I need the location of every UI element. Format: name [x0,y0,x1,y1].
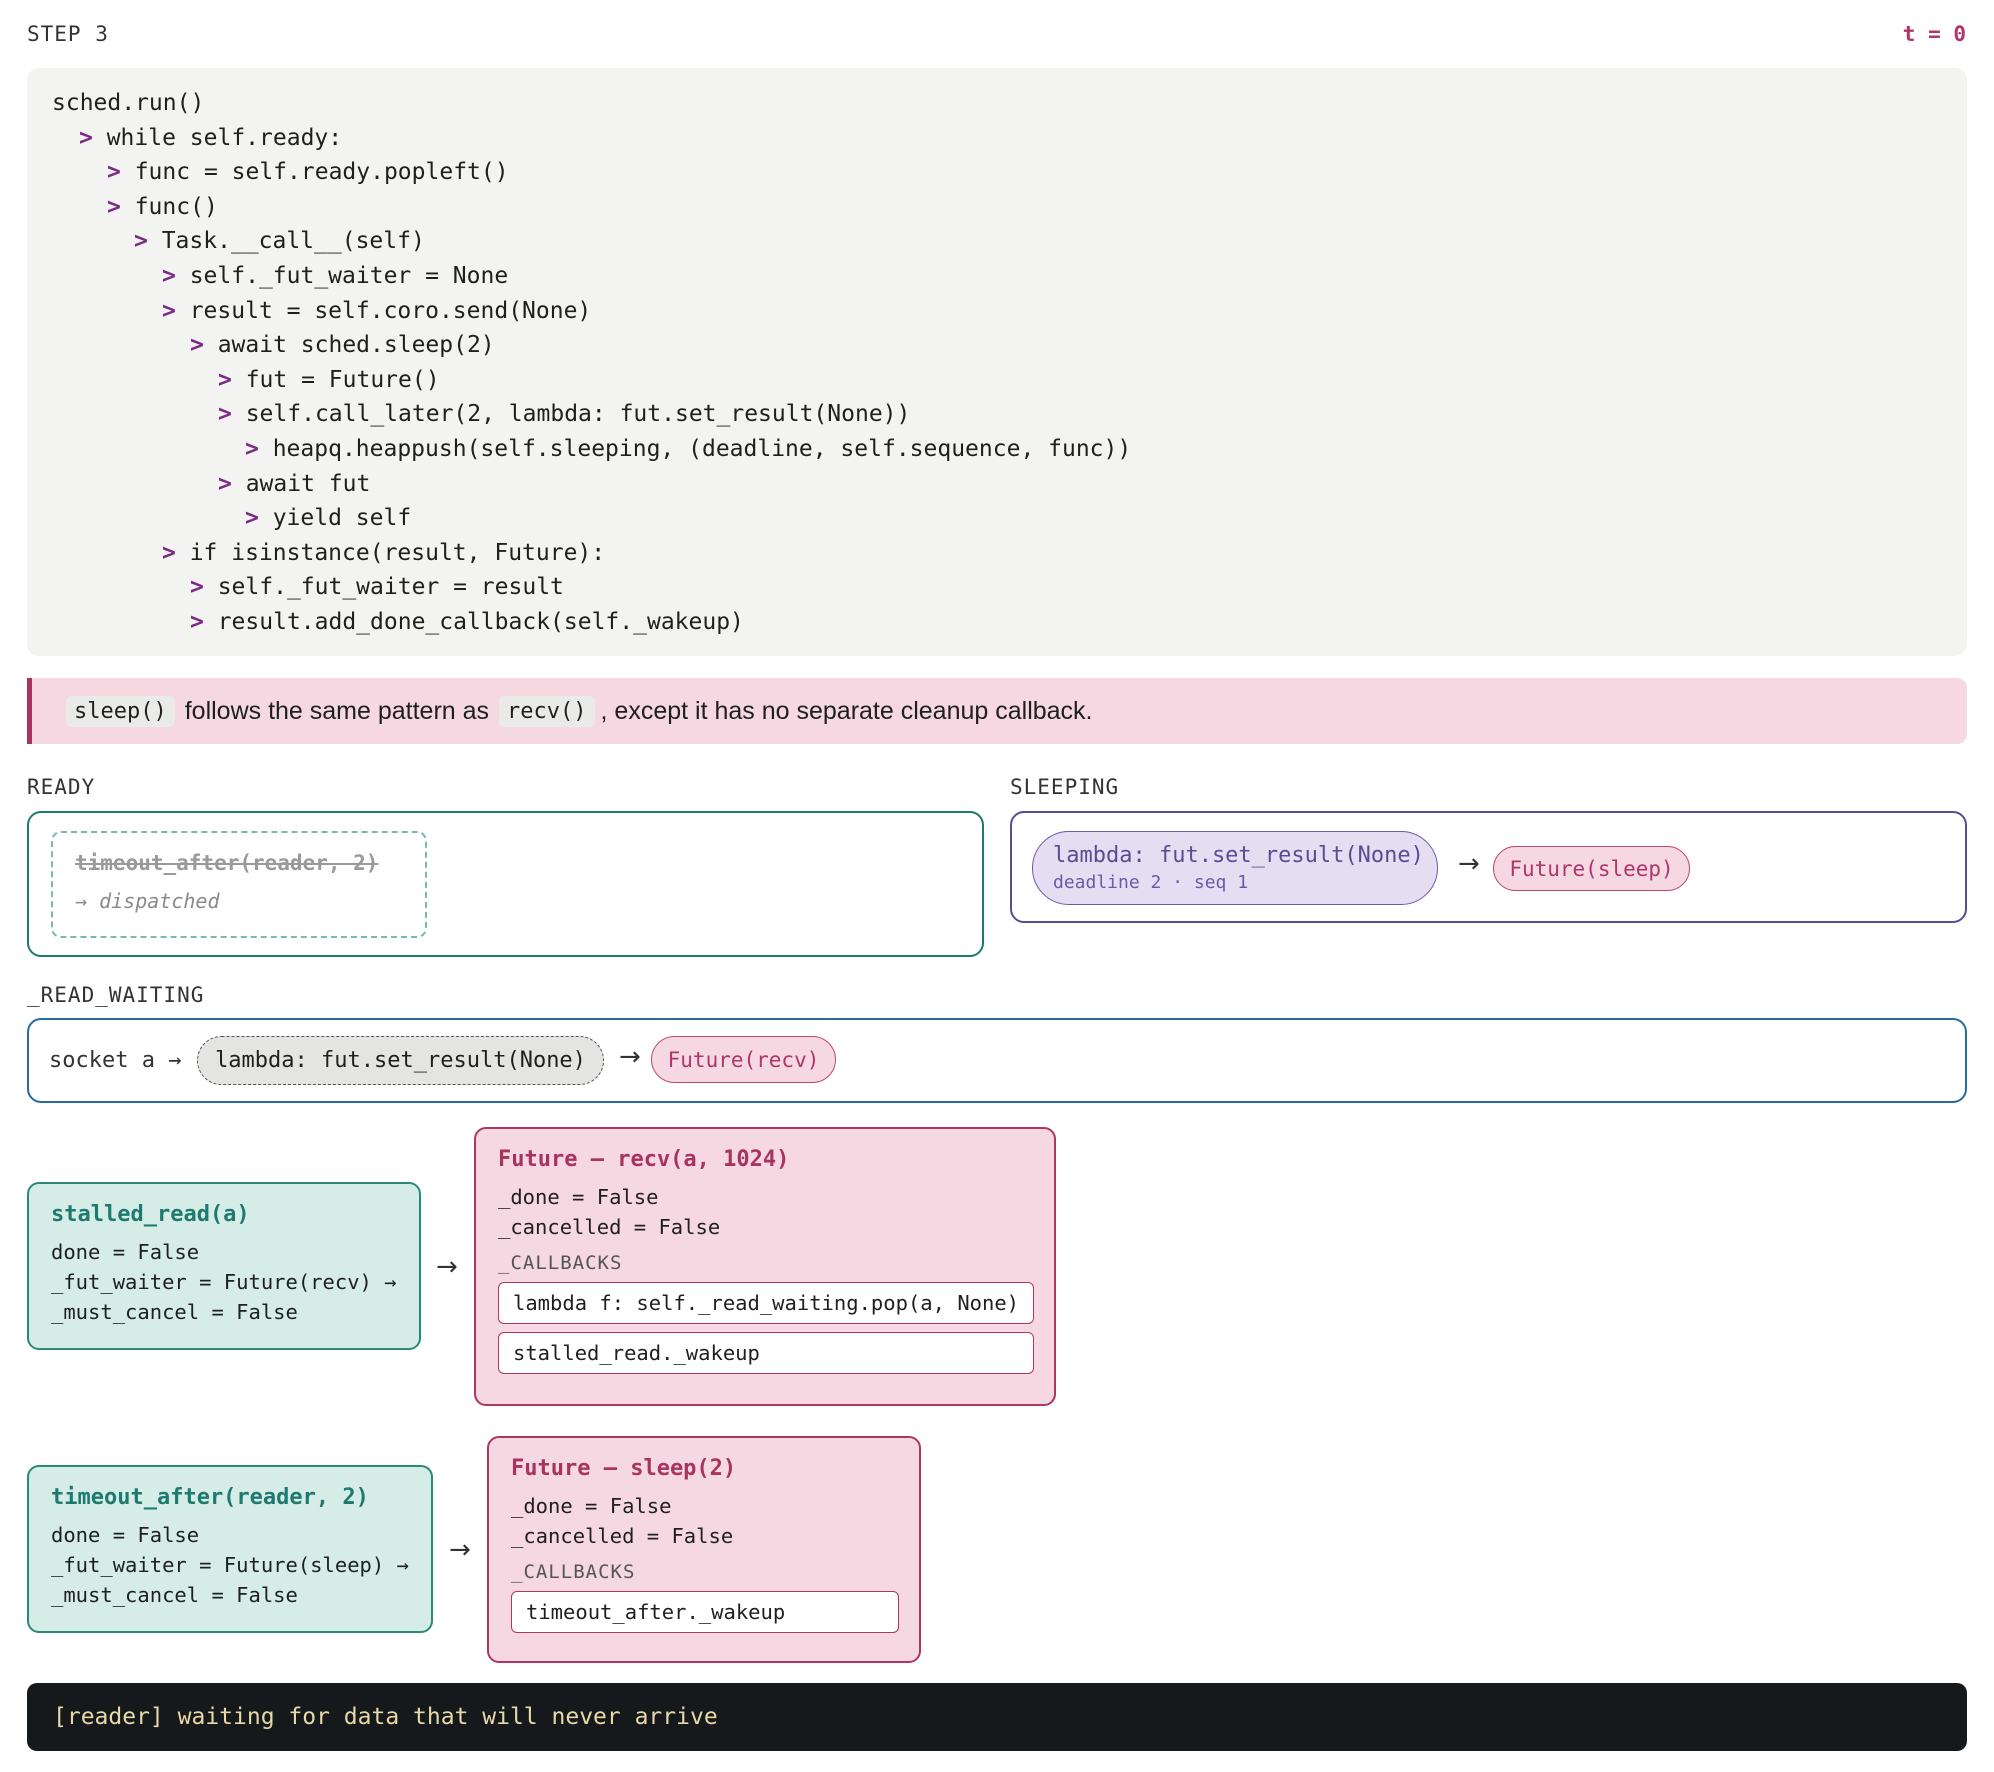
code-trace-block: sched.run() > while self.ready: > func =… [27,68,1967,656]
code-line: > self._fut_waiter = result [190,574,564,601]
future-field: _done = False [498,1185,659,1209]
inline-code: recv() [499,695,595,727]
explanation-note: sleep() follows the same pattern as recv… [27,678,1967,744]
time-label: t = 0 [1902,22,1966,46]
future-field: _cancelled = False [511,1524,734,1548]
code-line: sched.run() [52,90,205,116]
callbacks-label: _CALLBACKS [498,1252,623,1274]
future-title: Future — recv(a, 1024) [498,1147,790,1172]
task-field: _fut_waiter = Future(sleep) → [51,1553,409,1577]
task-title: timeout_after(reader, 2) [51,1485,369,1510]
sleeping-callback: lambda: fut.set_result(None) [1053,843,1424,868]
dispatched-item: timeout_after(reader, 2) → dispatched [51,831,427,938]
read-waiting-label: _READ_WAITING [27,983,205,1007]
future-card-recv: Future — recv(a, 1024) _done = False _ca… [474,1127,1056,1406]
task-field: done = False [51,1523,200,1547]
ready-queue-panel: timeout_after(reader, 2) → dispatched [27,811,984,957]
sleeping-label: SLEEPING [1010,775,1120,799]
task-field: _must_cancel = False [51,1300,298,1324]
task-card-stalled-read: stalled_read(a) done = False _fut_waiter… [27,1182,421,1350]
future-field: _cancelled = False [498,1215,721,1239]
callback-entry: stalled_read._wakeup [498,1332,1034,1374]
code-line: > Task.__call__(self) [134,228,425,255]
arrow-icon: → [1458,849,1480,879]
sleeping-callback-pill: lambda: fut.set_result(None) deadline 2 … [1032,831,1438,905]
terminal-output: [reader] waiting for data that will neve… [27,1683,1967,1751]
task-card-timeout-after: timeout_after(reader, 2) done = False _f… [27,1465,433,1633]
future-field: _done = False [511,1494,672,1518]
code-line: > yield self [245,505,412,532]
task-field: _must_cancel = False [51,1583,298,1607]
future-title: Future — sleep(2) [511,1456,737,1481]
arrow-icon: → [436,1252,458,1282]
sleeping-queue-panel: lambda: fut.set_result(None) deadline 2 … [1010,811,1967,923]
step-label: STEP 3 [27,22,109,46]
code-line: > while self.ready: [79,124,343,151]
read-waiting-callback-pill: lambda: fut.set_result(None) [197,1036,604,1085]
ready-label: READY [27,775,96,799]
arrow-icon: → [449,1535,471,1565]
code-line: > await fut [218,470,371,497]
read-waiting-future-pill: Future(recv) [651,1036,836,1083]
callback-entry: lambda f: self._read_waiting.pop(a, None… [498,1282,1034,1324]
code-line: > if isinstance(result, Future): [162,539,606,566]
arrow-icon: → [619,1042,641,1072]
code-line: > result.add_done_callback(self._wakeup) [190,608,744,635]
dispatched-task-name: timeout_after(reader, 2) [75,851,379,875]
code-line: > func = self.ready.popleft() [107,159,509,186]
future-card-sleep: Future — sleep(2) _done = False _cancell… [487,1436,921,1663]
sleeping-meta: deadline 2 · seq 1 [1053,872,1249,893]
dispatched-note: → dispatched [75,889,220,913]
task-field: _fut_waiter = Future(recv) → [51,1270,397,1294]
code-line: > await sched.sleep(2) [190,332,495,359]
task-field: done = False [51,1240,200,1264]
code-line: > fut = Future() [218,366,440,393]
note-text: follows the same pattern as [184,696,490,725]
sleeping-future-pill: Future(sleep) [1493,846,1690,891]
code-line: > self.call_later(2, lambda: fut.set_res… [218,401,911,428]
read-waiting-panel: socket a → lambda: fut.set_result(None) … [27,1018,1967,1103]
code-line: > func() [107,193,218,220]
note-text: , except it has no separate cleanup call… [600,696,1093,725]
task-title: stalled_read(a) [51,1202,250,1227]
callback-entry: timeout_after._wakeup [511,1591,899,1633]
socket-label: socket a → [49,1048,182,1073]
inline-code: sleep() [66,695,175,727]
callbacks-label: _CALLBACKS [511,1561,636,1583]
code-line: > heapq.heappush(self.sleeping, (deadlin… [245,435,1132,462]
code-line: > result = self.coro.send(None) [162,297,592,324]
code-line: > self._fut_waiter = None [162,262,509,289]
